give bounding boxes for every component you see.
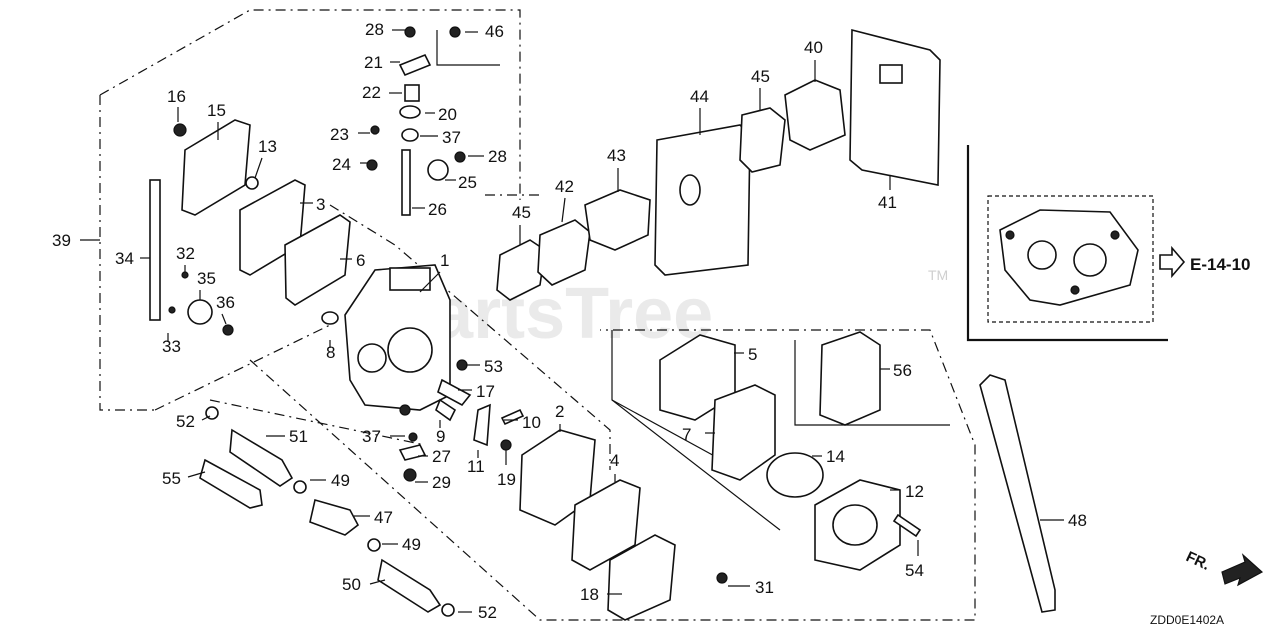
callout-leader-52a — [201, 415, 211, 421]
callout-label-4[interactable]: 4 — [610, 451, 619, 470]
callout-label-50[interactable]: 50 — [342, 575, 361, 594]
callout-label-37a[interactable]: 37 — [442, 128, 461, 147]
callout-label-21[interactable]: 21 — [364, 53, 383, 72]
callout-leader-36 — [221, 313, 227, 325]
callout-label-45b[interactable]: 45 — [751, 67, 770, 86]
callout-label-20[interactable]: 20 — [438, 105, 457, 124]
gasket-18 — [607, 534, 676, 621]
callout-label-48[interactable]: 48 — [1068, 511, 1087, 530]
reference-arrow-icon — [1159, 245, 1186, 279]
front-direction-arrow-icon — [1221, 553, 1264, 587]
callout-leader-50 — [369, 579, 386, 585]
front-direction-label: FR. — [1183, 548, 1212, 574]
callout-label-9[interactable]: 9 — [436, 427, 445, 446]
filter-47 — [309, 498, 360, 536]
gasket-6 — [284, 214, 351, 306]
pump-body-7 — [711, 384, 776, 481]
callout-label-12[interactable]: 12 — [905, 482, 924, 501]
callout-label-17[interactable]: 17 — [476, 382, 495, 401]
callout-label-42[interactable]: 42 — [555, 177, 574, 196]
callout-label-32[interactable]: 32 — [176, 244, 195, 263]
callout-label-29[interactable]: 29 — [432, 473, 451, 492]
callout-label-39[interactable]: 39 — [52, 231, 71, 250]
callout-label-15[interactable]: 15 — [207, 101, 226, 120]
callout-label-37b[interactable]: 37 — [362, 427, 381, 446]
callout-label-13[interactable]: 13 — [258, 137, 277, 156]
callout-label-53[interactable]: 53 — [484, 357, 503, 376]
callout-label-45a[interactable]: 45 — [512, 203, 531, 222]
callout-label-26[interactable]: 26 — [428, 200, 447, 219]
callout-label-34[interactable]: 34 — [115, 249, 134, 268]
shaft-26 — [401, 149, 411, 216]
callout-label-1[interactable]: 1 — [440, 251, 449, 270]
callout-label-10[interactable]: 10 — [522, 413, 541, 432]
callout-label-28a[interactable]: 28 — [365, 20, 384, 39]
callout-label-44[interactable]: 44 — [690, 87, 709, 106]
tube-55 — [199, 458, 263, 509]
callout-leader-13 — [254, 157, 263, 179]
callout-label-7[interactable]: 7 — [682, 425, 691, 444]
group-outlines — [99, 9, 976, 621]
callout-leader-1 — [419, 271, 441, 293]
tube-51 — [229, 428, 294, 487]
callout-label-8[interactable]: 8 — [326, 343, 335, 362]
rod-34 — [149, 179, 161, 321]
callout-label-51[interactable]: 51 — [289, 427, 308, 446]
callout-label-22[interactable]: 22 — [362, 83, 381, 102]
callout-label-3[interactable]: 3 — [316, 195, 325, 214]
callout-leader-55 — [187, 471, 206, 478]
callout-leader-42 — [561, 197, 566, 223]
tube-50 — [377, 558, 442, 613]
callout-label-41[interactable]: 41 — [878, 193, 897, 212]
callout-label-16[interactable]: 16 — [167, 87, 186, 106]
plate-43 — [584, 189, 651, 251]
callout-label-49a[interactable]: 49 — [331, 471, 350, 490]
callout-label-31[interactable]: 31 — [755, 578, 774, 597]
callout-label-46[interactable]: 46 — [485, 22, 504, 41]
callout-label-6[interactable]: 6 — [356, 251, 365, 270]
gasket-45b — [739, 107, 786, 173]
reference-label[interactable]: E-14-10 — [1190, 255, 1250, 274]
pump-diaphragm-4 — [571, 479, 641, 571]
callout-label-35[interactable]: 35 — [197, 269, 216, 288]
callout-label-5[interactable]: 5 — [748, 345, 757, 364]
callout-label-24[interactable]: 24 — [332, 155, 351, 174]
callout-label-25[interactable]: 25 — [458, 173, 477, 192]
diaphragm-15 — [181, 119, 251, 216]
callout-label-23[interactable]: 23 — [330, 125, 349, 144]
gasket-45a — [496, 239, 546, 301]
callout-label-18[interactable]: 18 — [580, 585, 599, 604]
reference-box — [966, 145, 1168, 342]
insulator-42 — [537, 219, 591, 286]
callout-label-56[interactable]: 56 — [893, 361, 912, 380]
callout-label-43[interactable]: 43 — [607, 146, 626, 165]
callout-label-36[interactable]: 36 — [216, 293, 235, 312]
plate-44 — [654, 124, 751, 276]
callout-label-52b[interactable]: 52 — [478, 603, 497, 622]
callout-label-27[interactable]: 27 — [432, 447, 451, 466]
adapter-40 — [784, 79, 846, 151]
callout-label-2[interactable]: 2 — [555, 402, 564, 421]
callout-label-14[interactable]: 14 — [826, 447, 845, 466]
callout-label-54[interactable]: 54 — [905, 561, 924, 580]
callout-label-11[interactable]: 11 — [467, 457, 485, 476]
callout-layer: 1234567891011121314151617181920212223242… — [52, 20, 1087, 622]
callout-label-52a[interactable]: 52 — [176, 412, 195, 431]
callout-label-19[interactable]: 19 — [497, 470, 516, 489]
watermark-trademark: TM — [928, 267, 948, 283]
part-shapes — [149, 26, 1056, 621]
callout-label-55[interactable]: 55 — [162, 469, 181, 488]
diagram-code: ZDD0E1402A — [1150, 613, 1224, 627]
callout-label-40[interactable]: 40 — [804, 38, 823, 57]
fuel-line-48 — [979, 374, 1056, 613]
plate-41 — [849, 28, 941, 186]
callout-label-49b[interactable]: 49 — [402, 535, 421, 554]
primer-bulb-14 — [766, 452, 824, 498]
callout-label-28b[interactable]: 28 — [488, 147, 507, 166]
callout-label-47[interactable]: 47 — [374, 508, 393, 527]
callout-label-33[interactable]: 33 — [162, 337, 181, 356]
primer-56 — [819, 331, 881, 426]
